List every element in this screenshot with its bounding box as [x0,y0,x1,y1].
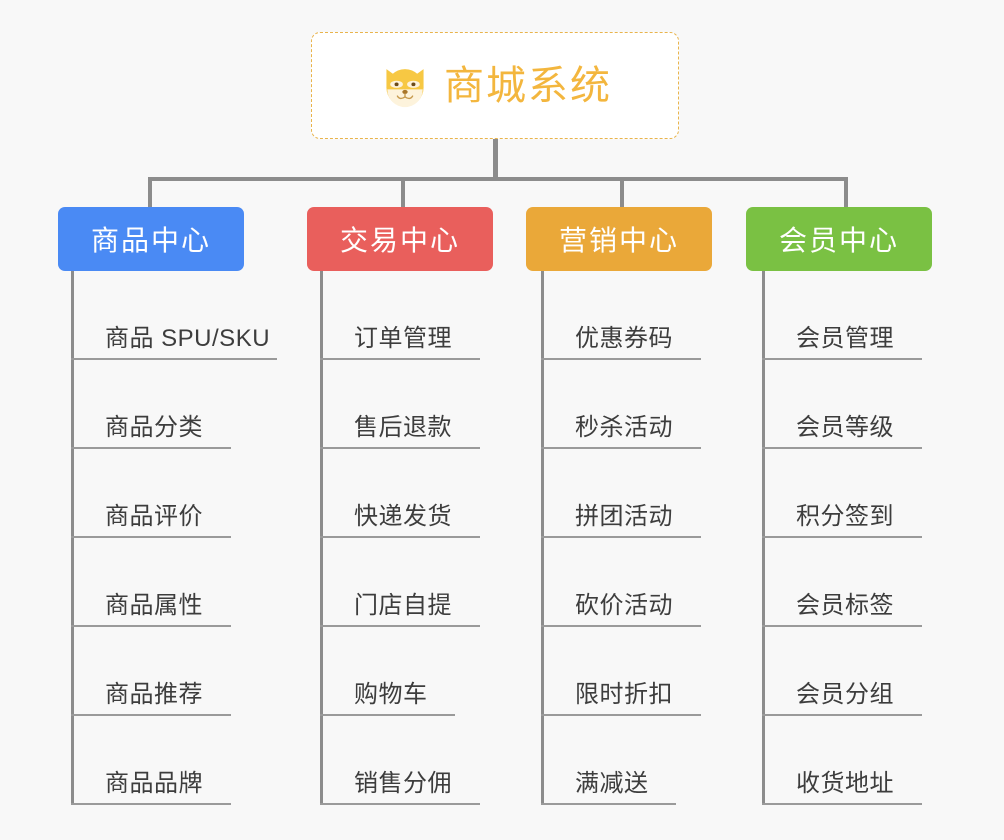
leaf-item[interactable]: 订单管理 [320,271,480,360]
leaf-label: 门店自提 [354,592,452,619]
leaf-label: 订单管理 [354,325,452,352]
leaf-label: 商品属性 [105,592,203,619]
leaf-underline [541,625,701,627]
leaf-label: 秒杀活动 [575,414,673,441]
leaf-item[interactable]: 限时折扣 [541,627,701,716]
leaf-label: 会员管理 [796,325,894,352]
leaf-underline [71,447,231,449]
leaf-item[interactable]: 售后退款 [320,360,480,449]
dog-face-icon [386,68,424,107]
leaf-label: 限时折扣 [575,681,673,708]
connector-drop-marketing-center [620,177,624,208]
column-spine [762,271,765,805]
leaf-item[interactable]: 会员分组 [762,627,922,716]
leaf-item[interactable]: 商品评价 [71,449,231,538]
leaf-underline [71,803,231,805]
category-title: 营销中心 [558,225,679,256]
leaf-item[interactable]: 收货地址 [762,716,922,805]
leaf-underline [541,714,701,716]
leaf-underline [71,625,231,627]
leaf-label: 会员分组 [796,681,894,708]
leaf-label: 购物车 [354,681,428,708]
leaf-underline [762,358,922,360]
leaf-underline [762,536,922,538]
leaf-item[interactable]: 销售分佣 [320,716,480,805]
column-spine [320,271,323,805]
leaf-item[interactable]: 商品 SPU/SKU [71,271,277,360]
leaf-item[interactable]: 拼团活动 [541,449,701,538]
leaf-label: 积分签到 [796,503,894,530]
leaf-label: 商品分类 [105,414,203,441]
connector-drop-member-center [844,177,848,208]
leaf-underline [320,625,480,627]
leaf-item[interactable]: 会员等级 [762,360,922,449]
category-header-marketing-center[interactable]: 营销中心 [526,207,712,271]
leaf-label: 会员标签 [796,592,894,619]
leaf-underline [541,447,701,449]
category-header-trade-center[interactable]: 交易中心 [307,207,493,271]
leaf-underline [541,803,676,805]
connector-root-stem [493,139,498,181]
leaf-item[interactable]: 积分签到 [762,449,922,538]
leaf-item[interactable]: 会员标签 [762,538,922,627]
connector-drop-trade-center [401,177,405,208]
leaf-label: 收货地址 [796,770,894,797]
leaf-label: 砍价活动 [575,592,673,619]
leaf-underline [71,358,277,360]
leaf-label: 商品推荐 [105,681,203,708]
leaf-item[interactable]: 快递发货 [320,449,480,538]
leaf-underline [320,447,480,449]
leaf-item[interactable]: 砍价活动 [541,538,701,627]
leaf-item[interactable]: 商品品牌 [71,716,231,805]
leaf-label: 会员等级 [796,414,894,441]
leaf-label: 销售分佣 [354,770,452,797]
root-title: 商城系统 [444,63,612,108]
category-title: 商品中心 [90,225,211,256]
column-spine [71,271,74,805]
leaf-item[interactable]: 秒杀活动 [541,360,701,449]
leaf-underline [541,536,701,538]
category-title: 交易中心 [339,225,460,256]
category-header-member-center[interactable]: 会员中心 [746,207,932,271]
connector-drop-product-center [148,177,152,208]
leaf-item[interactable]: 商品分类 [71,360,231,449]
leaf-item[interactable]: 商品推荐 [71,627,231,716]
leaf-label: 优惠券码 [575,325,673,352]
leaf-underline [762,447,922,449]
leaf-item[interactable]: 优惠券码 [541,271,701,360]
leaf-item[interactable]: 会员管理 [762,271,922,360]
leaf-item[interactable]: 门店自提 [320,538,480,627]
root-node[interactable]: 商城系统 [311,32,679,139]
connector-horizontal-bus [148,177,848,181]
category-title: 会员中心 [778,225,899,256]
leaf-label: 拼团活动 [575,503,673,530]
column-spine [541,271,544,805]
leaf-label: 满减送 [575,770,649,797]
leaf-underline [71,536,231,538]
leaf-label: 售后退款 [354,414,452,441]
leaf-item[interactable]: 满减送 [541,716,676,805]
leaf-label: 商品评价 [105,503,203,530]
leaf-underline [320,536,480,538]
leaf-underline [320,803,480,805]
leaf-label: 商品品牌 [105,770,203,797]
leaf-underline [71,714,231,716]
leaf-item[interactable]: 商品属性 [71,538,231,627]
leaf-item[interactable]: 购物车 [320,627,455,716]
leaf-underline [762,625,922,627]
leaf-underline [320,358,480,360]
leaf-underline [320,714,455,716]
category-header-product-center[interactable]: 商品中心 [58,207,244,271]
leaf-underline [762,714,922,716]
leaf-label: 快递发货 [354,503,452,530]
leaf-underline [762,803,922,805]
leaf-label: 商品 SPU/SKU [105,325,271,352]
leaf-underline [541,358,701,360]
